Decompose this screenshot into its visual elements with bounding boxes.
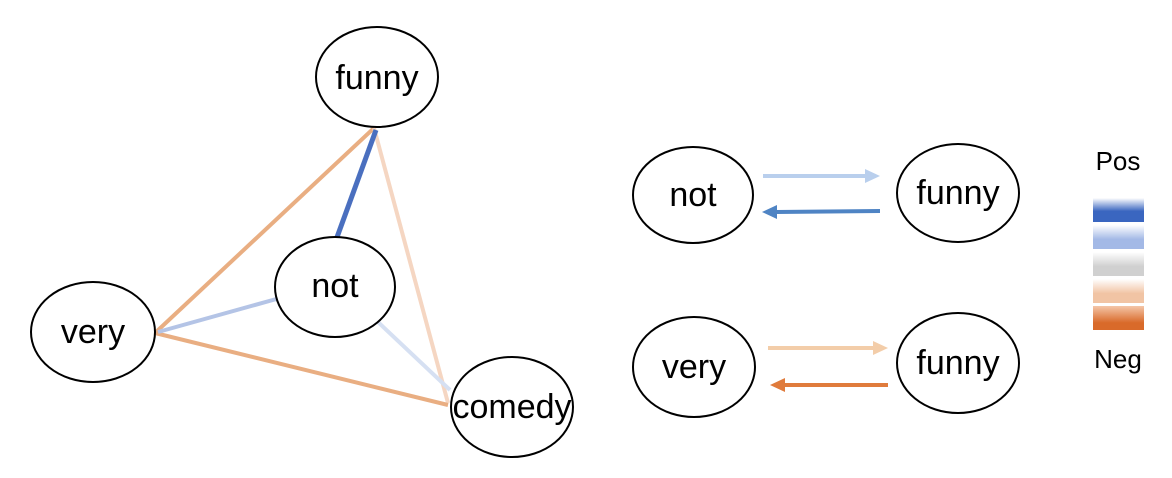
legend-swatch [1093,306,1144,330]
edge-not-comedy [376,320,452,392]
node-funny: funny [315,26,439,128]
backward-arrow [770,378,888,392]
edge-funny-not [333,129,379,241]
pair-node-label: funny [916,174,999,212]
legend-swatch [1093,225,1144,249]
legend-swatch [1093,252,1144,276]
forward-arrow [768,341,888,355]
legend-swatch [1093,279,1144,303]
pair-node-label: very [662,348,726,386]
node-label-funny: funny [335,59,418,97]
legend-neg-label: Neg [1094,344,1142,374]
forward-arrow [763,169,880,183]
backward-arrow [762,205,881,219]
legend-swatch [1093,198,1144,222]
pair-not-funny: not funny [632,143,1020,244]
node-label-not: not [311,267,359,305]
pair-node-right: funny [896,312,1020,414]
pair-very-funny: very funny [632,312,1020,418]
pair-node-left: very [632,316,756,418]
pair-node-left: not [632,146,754,244]
graph-nodes: funny not very comedy [30,26,574,458]
node-very: very [30,281,156,383]
node-not: not [274,236,396,338]
pair-node-right: funny [896,143,1020,243]
edge-funny-comedy [372,127,450,404]
pair-node-label: not [669,176,717,214]
pair-node-label: funny [916,344,999,382]
edge-not-very [157,296,281,334]
node-comedy: comedy [450,356,574,458]
edge-funny-very [153,126,376,335]
node-label-very: very [61,313,125,351]
node-label-comedy: comedy [452,388,571,426]
graph-edges [153,126,452,407]
color-legend: Pos Neg [1093,146,1144,374]
legend-pos-label: Pos [1096,146,1141,176]
edge-very-comedy [154,331,449,407]
